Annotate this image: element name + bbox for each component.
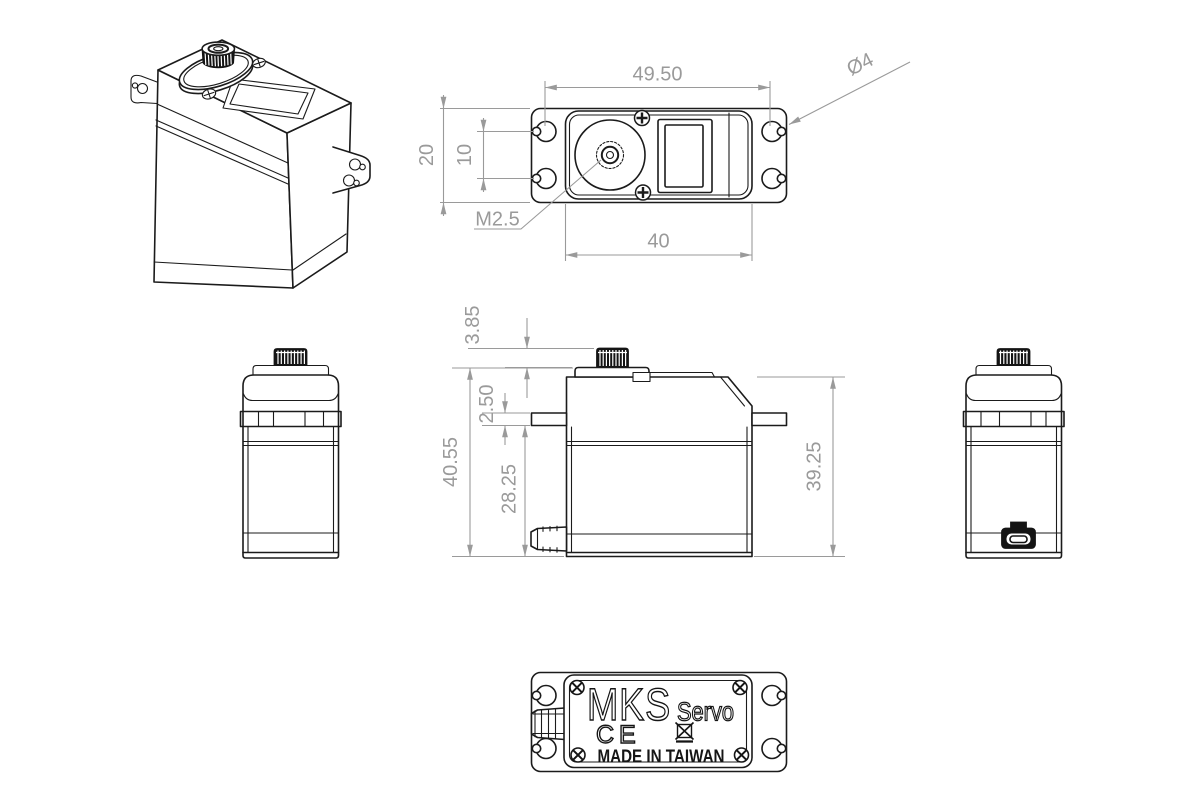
front-body-outline <box>565 376 753 558</box>
iso-screw-icon <box>252 57 266 69</box>
dim-flange-height-text: 20 <box>416 144 438 166</box>
dim-tab-thickness: 2.50 <box>476 385 530 445</box>
top-screw-icon <box>633 109 651 127</box>
dim-overall-width: 49.50 <box>544 64 771 126</box>
dim-lower-body-height: 28.25 <box>499 425 528 557</box>
dim-case-height: 39.25 <box>754 376 845 558</box>
front-connector-icon <box>530 525 568 553</box>
bottom-plate-outline <box>563 674 753 769</box>
bottom-screw-icon <box>570 747 586 763</box>
left-shaft-icon <box>273 348 308 366</box>
iso-right-ear-icon <box>332 146 371 194</box>
left-case-seams <box>242 426 340 554</box>
bottom-view: MKS Servo CE MADE IN TAIWAN <box>530 671 788 773</box>
front-view <box>530 347 788 558</box>
left-body-outline <box>242 374 340 559</box>
right-flange-band <box>962 410 1065 428</box>
isometric-view <box>130 39 371 289</box>
iso-label-recess <box>222 78 316 120</box>
dim-hole-spacing-text: 10 <box>454 144 476 166</box>
dim-lower-body-height-text: 28.25 <box>499 464 521 514</box>
dim-hole-diameter: Ø4 <box>788 49 911 125</box>
dim-shaft-height-text: 3.85 <box>462 306 484 345</box>
top-mount-holes <box>531 120 787 190</box>
front-right-tab <box>751 412 788 427</box>
bottom-screw-icon <box>733 747 750 763</box>
bottom-plate-inner-line <box>568 679 748 763</box>
dim-tab-thickness-text: 2.50 <box>476 385 498 424</box>
dim-case-width-text: 40 <box>647 231 669 253</box>
right-body-outline <box>965 374 1063 559</box>
front-clip-detail <box>632 371 651 383</box>
dim-case-height-text: 39.25 <box>804 441 826 491</box>
top-view <box>530 107 788 204</box>
top-output-spline-icon <box>595 140 625 170</box>
dim-hole-diameter-text: Ø4 <box>843 49 877 81</box>
right-connector-icon <box>1001 521 1036 549</box>
iso-screw-icon <box>201 88 217 100</box>
right-cover-plate <box>975 364 1053 376</box>
ce-mark-text: CE <box>596 721 641 749</box>
product-text: Servo <box>677 699 734 727</box>
right-end-view <box>962 348 1065 559</box>
iso-output-shaft-icon <box>201 41 236 69</box>
origin-text: MADE IN TAIWAN <box>598 746 725 767</box>
iso-case-seams <box>153 103 347 271</box>
right-cover-bottom-line <box>965 393 1062 402</box>
top-label-window <box>657 118 713 194</box>
top-screw-icon <box>634 184 652 201</box>
iso-left-ear-icon <box>130 74 158 105</box>
left-cover-plate <box>252 364 330 376</box>
dim-overall-width-text: 49.50 <box>632 64 682 86</box>
dim-screw-callout: M2.5 <box>474 159 602 231</box>
front-shaft-icon <box>596 347 629 368</box>
left-end-view <box>239 348 342 559</box>
dim-case-width: 40 <box>564 204 753 261</box>
brand-text: MKS <box>587 679 671 730</box>
dim-overall-height-text: 40.55 <box>440 437 462 487</box>
iso-right-face <box>286 102 352 289</box>
front-case-seams <box>565 376 753 554</box>
front-cover-plate <box>574 366 650 378</box>
top-case-inner-line <box>568 114 749 196</box>
bottom-screw-icon <box>569 679 585 696</box>
right-shaft-icon <box>996 348 1031 366</box>
bottom-screw-icon <box>732 679 748 696</box>
left-cover-bottom-line <box>242 393 339 402</box>
dim-flange-height: 20 <box>416 95 530 216</box>
weee-icon <box>674 721 695 743</box>
iso-gear-hub <box>178 51 254 95</box>
dim-overall-height: 40.55 <box>440 367 573 558</box>
dim-hole-spacing: 10 <box>454 118 534 192</box>
left-flange-band <box>239 410 342 428</box>
front-left-tab <box>530 412 568 427</box>
dim-screw-callout-text: M2.5 <box>475 209 519 231</box>
bottom-connector-icon <box>530 707 566 741</box>
